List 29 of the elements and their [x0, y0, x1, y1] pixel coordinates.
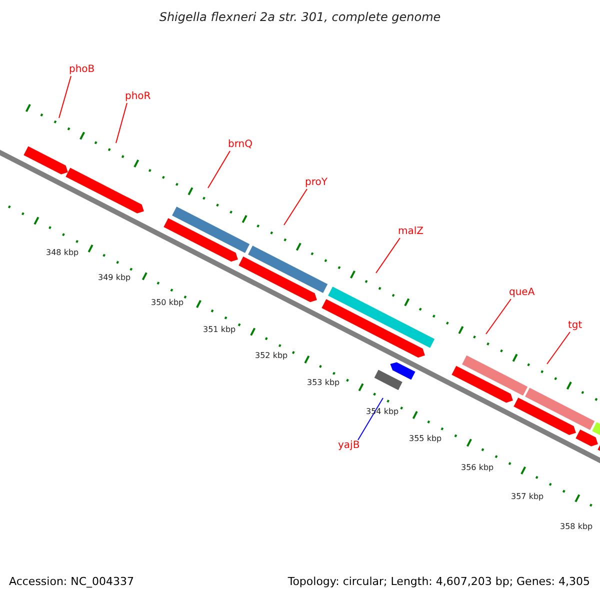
genome-summary: Topology: circular; Length: 4,607,203 bp; Genes: 4,305: [288, 575, 590, 588]
leader-line: [58, 76, 72, 118]
leader-line: [208, 150, 230, 188]
position-label: 357 kbp: [511, 492, 544, 502]
leader-line: [486, 298, 512, 334]
position-label: 356 kbp: [461, 463, 494, 473]
leader-line: [116, 102, 128, 144]
position-label: 355 kbp: [409, 434, 442, 444]
chart-title: Shigella flexneri 2a str. 301, complete genome: [158, 10, 442, 24]
position-label: 349 kbp: [98, 273, 131, 283]
gene-label: tgt: [568, 320, 582, 332]
gene-label: phoR: [125, 91, 151, 103]
leader-line: [358, 398, 384, 440]
gene-label: queA: [509, 287, 535, 299]
gene-label: malZ: [398, 226, 424, 238]
position-label: 358 kbp: [560, 522, 593, 532]
position-label: 348 kbp: [46, 248, 79, 258]
accession-text: Accession: NC_004337: [9, 575, 134, 588]
leader-line: [546, 332, 570, 364]
leader-line: [284, 188, 308, 226]
gene-label: brnQ: [228, 139, 252, 151]
leader-line: [376, 238, 400, 274]
position-label: 350 kbp: [151, 298, 184, 308]
gene-label: proY: [305, 177, 328, 189]
position-label: 352 kbp: [255, 351, 288, 361]
position-label: 353 kbp: [307, 378, 340, 388]
gene-label: phoB: [69, 64, 95, 76]
position-label: 351 kbp: [203, 325, 236, 335]
gene-label: yajB: [338, 440, 360, 452]
